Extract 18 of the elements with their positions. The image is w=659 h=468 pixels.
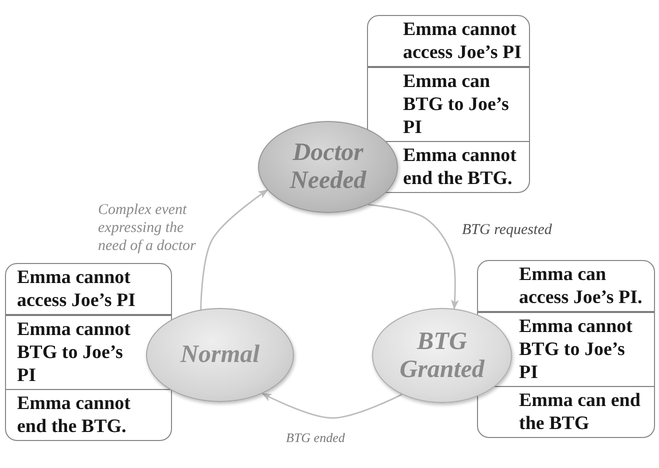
condition-text: Emma cannot BTG to Joe’s PI: [519, 314, 634, 384]
condition-text: Emma can BTG to Joe’s PI: [403, 70, 510, 138]
condition-text: Emma cannot access Joe’s PI: [17, 266, 137, 312]
state-name: BTG Granted: [398, 328, 486, 384]
condition-text: Emma can end the BTG: [519, 389, 642, 435]
condition-text: Emma cannot BTG to Joe’s PI: [17, 318, 132, 386]
condition-text: Emma cannot access Joe’s PI: [403, 18, 523, 64]
condition-text: Emma cannot end the BTG.: [17, 392, 132, 438]
arrow: [368, 204, 459, 310]
arrow: [262, 392, 402, 419]
condition-panel: [367, 15, 530, 193]
condition-text: Emma cannot end the BTG.: [403, 144, 518, 190]
arrow: [200, 189, 268, 310]
state-name: Normal: [180, 341, 260, 369]
edge-label: BTG requested: [462, 221, 552, 239]
condition-text: Emma can access Joe’s PI.: [519, 263, 644, 309]
condition-panel: [5, 263, 172, 441]
state-name: Doctor Needed: [288, 139, 368, 195]
